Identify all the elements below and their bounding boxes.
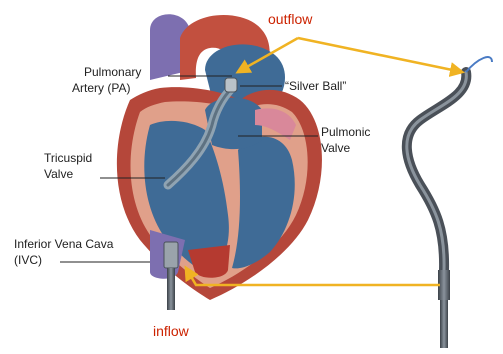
- tricuspid-valve-label-line1: Tricuspid: [44, 151, 92, 165]
- inflow-device-shaft: [167, 268, 175, 310]
- tricuspid-valve-label-line2: Valve: [44, 167, 73, 181]
- device-catheter: [407, 72, 467, 270]
- outflow-arrow-to-device: [298, 38, 462, 72]
- silver-ball-label: “Silver Ball”: [285, 79, 346, 93]
- inflow-label: inflow: [153, 323, 190, 339]
- pulmonic-valve-label-line1: Pulmonic: [321, 125, 370, 139]
- ivc-label-line1: Inferior Vena Cava: [14, 237, 114, 251]
- silver-ball-cap: [225, 78, 237, 92]
- pulmonary-artery-label-line2: Artery (PA): [72, 81, 130, 95]
- pulmonic-valve-label-line2: Valve: [321, 141, 350, 155]
- inflow-device-body: [164, 242, 178, 268]
- ivc-label-line2: (IVC): [14, 253, 42, 267]
- outflow-label: outflow: [268, 11, 313, 27]
- pulmonary-artery-label-line1: Pulmonary: [84, 65, 141, 79]
- device-end-shaft: [440, 300, 448, 348]
